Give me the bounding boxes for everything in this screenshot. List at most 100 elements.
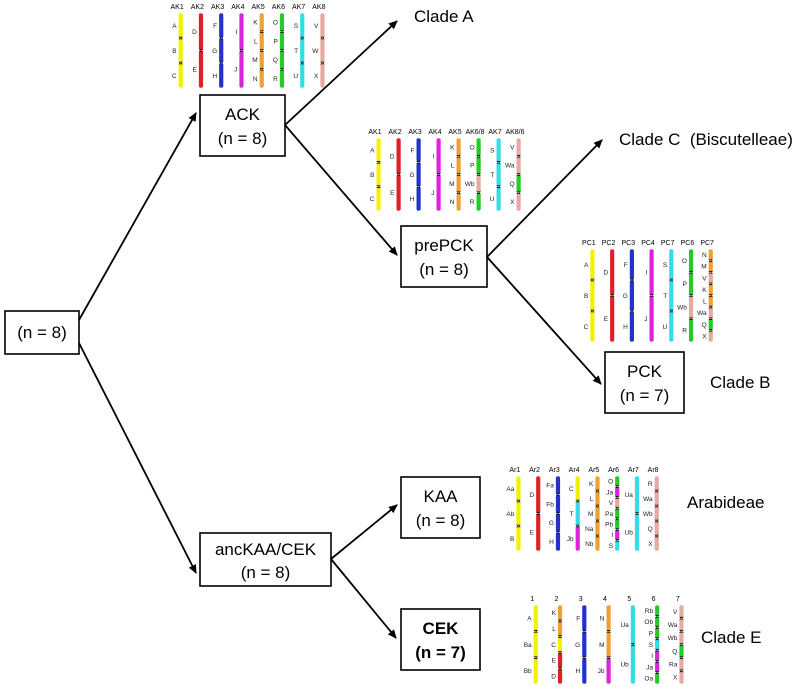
chromosome-segment [615,508,620,519]
chromosome-segment [456,156,461,175]
segment-label: H [549,539,554,546]
chromosome-segment [688,295,694,319]
chromosome-name: 5 [627,596,631,603]
node-ack-name: ACK [225,105,261,124]
segment-label: W [312,48,319,55]
chromosome-name: Ar1 [509,467,520,474]
chromosome-segment [456,193,461,211]
centromere-mark [581,656,587,659]
chromosome-segment [436,174,441,211]
segment-label: Wa [668,622,678,629]
segment-label: I [611,532,613,539]
centromere-mark [654,489,660,493]
chromosome-name: AK2 [388,129,401,136]
centromere-mark [590,278,595,282]
segment-label: Ua [620,622,629,629]
segment-label: U [293,73,298,80]
chromosome-name: 1 [530,596,534,603]
node-kaa-count: (n = 8) [416,511,466,530]
chromosome-name: Ar2 [529,467,540,474]
segment-label: M [252,57,257,64]
chromosome-name: PC4 [641,240,655,247]
segment-label: S [649,642,654,649]
node-root: (n = 8) [4,310,80,355]
centromere-mark [279,49,285,52]
chromosome-segment [496,162,501,187]
chromosome-segment [557,621,563,637]
segment-label: M [588,511,593,518]
segment-label: U [663,324,668,331]
segment-label: G [575,642,580,649]
chromosome-segment [629,311,634,342]
centromere-mark [708,305,714,309]
chromosome-name: Ar3 [549,467,560,474]
segment-label: G [212,48,217,55]
chromosome-segment [615,476,620,487]
chromosome-segment [606,657,611,684]
segment-label: Ja [646,664,653,671]
segment-label: V [702,275,707,282]
segment-label: Q [273,57,278,64]
centromere-mark [299,61,305,65]
chromosome-name: AK4 [428,129,441,136]
chromosome-segment [476,156,481,175]
segment-label: F [624,262,628,269]
segment-label: C [584,324,589,331]
segment-label: Ub [625,530,634,537]
chromosome-segment [575,501,580,526]
segment-label: D [192,29,197,36]
edge-preprck-pck [486,256,602,385]
segment-label: E [193,67,198,74]
centromere-mark [688,294,694,297]
centromere-mark [476,173,481,176]
chromosome-name: AK8/6 [505,129,524,136]
segment-label: T [491,172,495,179]
edges [78,20,603,639]
centromere-mark [649,294,654,297]
chromosome-segment [655,605,660,616]
chromosome-segment [708,319,713,331]
segment-label: C [551,642,556,649]
chromosome-segment [496,138,501,163]
chromosome-name: PC3 [621,240,635,247]
segment-label: K [702,287,707,294]
node-preprck-count: (n = 8) [419,260,469,279]
chromosome-segment [198,13,204,51]
segment-label: O [273,20,278,27]
segment-label: R [470,199,475,206]
segment-label: Oa [644,676,653,683]
centromere-mark [708,329,714,332]
segment-label: A [370,147,375,154]
centromere-mark [178,61,184,65]
chromosome-segment [320,13,325,38]
chromosome-segment [259,50,264,69]
centromere-mark [614,496,620,499]
chromosome-segment [396,138,401,175]
chromosome-segment [595,506,600,521]
centromere-mark [679,656,684,659]
node-cek-count: (n = 7) [415,643,466,662]
chromosome-name: AK1 [368,129,381,136]
chromosome-name: AK2 [191,4,204,11]
centromere-mark [555,512,561,515]
centromere-mark [259,67,265,71]
chromosome-segment [610,249,615,296]
segment-label: G [549,520,554,527]
segment-label: Wb [643,511,653,518]
chromosome-name: AK4 [231,4,244,11]
centromere-mark [436,173,441,176]
node-pck-name: PCK [627,362,663,381]
segment-label: K [450,144,455,151]
segment-label: Nb [585,541,594,548]
chromosome-segment [655,616,660,628]
centromere-mark [614,485,620,489]
karyotype-cek: 1ABaBb2KLCED3FGH4NMJb5UaUb6RbObPSIJaOa7V… [524,596,684,684]
centromere-mark [708,282,714,286]
chromosome-name: AK7 [488,129,501,136]
edge-anckaa-kaa [330,504,398,560]
segment-label: X [314,73,319,80]
chromosome-segment [516,193,521,211]
centromere-mark [476,191,481,195]
edge-preprck-clade-c [486,139,603,258]
